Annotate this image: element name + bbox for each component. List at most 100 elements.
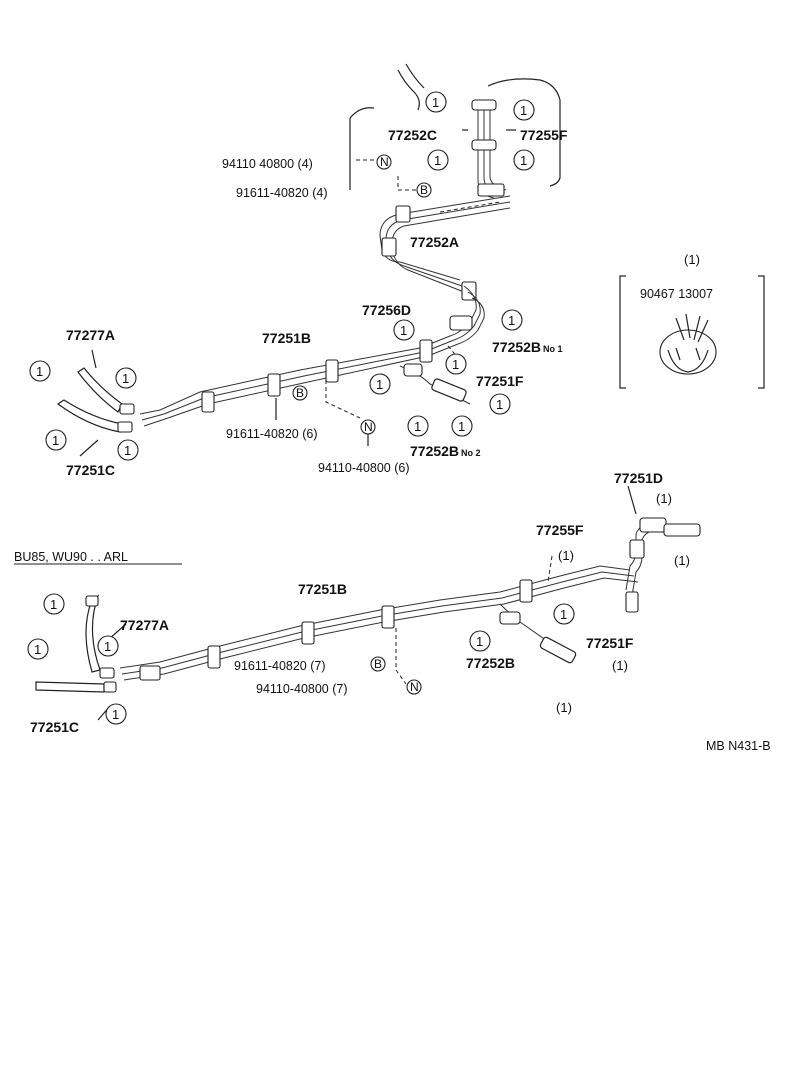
inset-bracket-left (619, 275, 626, 389)
svg-text:1: 1 (34, 642, 41, 657)
label-91611-40820-4: 91611-40820 (4) (236, 186, 328, 200)
qty-mark: (1) (612, 658, 628, 673)
svg-text:1: 1 (122, 371, 129, 386)
svg-text:B: B (374, 657, 382, 671)
svg-text:1: 1 (124, 443, 131, 458)
inset-clip-detail: (1) 90467 13007 (619, 252, 765, 389)
label-77251D: 77251D (614, 470, 663, 486)
lower-labels: BU85, WU90 . . ARL 77251D 77255F 77251B … (14, 470, 663, 735)
qty-mark: (1) (674, 553, 690, 568)
svg-text:1: 1 (560, 607, 567, 622)
qty-mark: 1 (45, 429, 67, 451)
inset-part-number: 90467 13007 (640, 287, 713, 301)
inset-bracket-right (758, 275, 765, 389)
label-94110-40800-6: 94110-40800 (6) (318, 461, 410, 475)
hose-77277A-lower (85, 594, 101, 673)
model-note: BU85, WU90 . . ARL (14, 550, 128, 564)
diagram-reference-code: MB N431-B (706, 739, 771, 753)
label-94110-40800-4: 94110 40800 (4) (222, 157, 313, 171)
label-77255F-lower: 77255F (536, 522, 584, 538)
svg-text:1: 1 (36, 364, 43, 379)
qty-mark: 1 (513, 149, 535, 171)
label-91611-40820-7: 91611-40820 (7) (234, 659, 326, 673)
svg-text:N: N (364, 420, 373, 434)
callout-B-lower: B (370, 656, 386, 672)
label-77277A-upper: 77277A (66, 327, 115, 343)
label-77252B-lower: 77252B (466, 655, 515, 671)
qty-mark: 1 (117, 439, 139, 461)
qty-mark: 1 (501, 309, 523, 331)
qty-mark: 1 (27, 638, 49, 660)
svg-text:1: 1 (376, 377, 383, 392)
svg-text:1: 1 (508, 313, 515, 328)
label-77251C-lower: 77251C (30, 719, 79, 735)
label-77255F-upper: 77255F (520, 127, 568, 143)
svg-text:1: 1 (496, 397, 503, 412)
svg-text:1: 1 (414, 419, 421, 434)
label-91611-40820-6: 91611-40820 (6) (226, 427, 318, 441)
qty-mark: 1 (553, 603, 575, 625)
qty-mark: 1 (489, 393, 511, 415)
label-77252C: 77252C (388, 127, 437, 143)
svg-text:1: 1 (104, 639, 111, 654)
label-77251C-upper: 77251C (66, 462, 115, 478)
qty-mark: 1 (425, 91, 447, 113)
qty-mark: 1 (513, 99, 535, 121)
label-94110-40800-7: 94110-40800 (7) (256, 682, 348, 696)
qty-mark: (1) (558, 548, 574, 563)
svg-text:1: 1 (400, 323, 407, 338)
bracket-right (487, 78, 561, 187)
qty-mark: 1 (407, 415, 429, 437)
label-77256D: 77256D (362, 302, 411, 318)
qty-mark: 1 (105, 703, 127, 725)
upper-assembly (56, 63, 561, 457)
svg-text:N: N (380, 155, 389, 169)
qty-mark: (1) (656, 491, 672, 506)
svg-text:1: 1 (432, 95, 439, 110)
svg-text:(1): (1) (656, 491, 672, 506)
svg-text:(1): (1) (674, 553, 690, 568)
svg-text:(1): (1) (558, 548, 574, 563)
label-77251F-lower: 77251F (586, 635, 634, 651)
callout-N-lower: N (406, 679, 422, 695)
svg-text:1: 1 (476, 634, 483, 649)
lower-assembly (35, 485, 701, 721)
svg-text:B: B (420, 183, 428, 197)
qty-mark: 1 (115, 367, 137, 389)
svg-text:1: 1 (452, 357, 459, 372)
label-77251B-upper: 77251B (262, 330, 311, 346)
lower-qty-marks: (1) (1) (1) 1 1 (1) (1) 1 1 1 1 (27, 491, 690, 725)
svg-text:1: 1 (112, 707, 119, 722)
qty-mark: 1 (43, 593, 65, 615)
qty-mark: 1 (97, 635, 119, 657)
svg-text:(1): (1) (556, 700, 572, 715)
qty-mark: 1 (29, 360, 51, 382)
label-77251F-upper: 77251F (476, 373, 524, 389)
qty-mark: 1 (469, 630, 491, 652)
svg-text:1: 1 (520, 103, 527, 118)
svg-text:1: 1 (458, 419, 465, 434)
qty-mark: 1 (445, 353, 467, 375)
filler-hose-outline (397, 69, 420, 111)
callout-B-upper-1: B (416, 182, 432, 198)
svg-text:(1): (1) (612, 658, 628, 673)
connector-top (471, 99, 497, 111)
svg-text:1: 1 (520, 153, 527, 168)
qty-mark: 1 (451, 415, 473, 437)
label-77251B-lower: 77251B (298, 581, 347, 597)
svg-text:1: 1 (50, 597, 57, 612)
hose-77277A (77, 367, 123, 413)
svg-text:1: 1 (434, 153, 441, 168)
qty-mark: 1 (427, 149, 449, 171)
svg-text:1: 1 (52, 433, 59, 448)
callout-N-upper-2: N (360, 419, 376, 435)
callout-N-upper-1: N (376, 154, 392, 170)
label-77277A-lower: 77277A (120, 617, 169, 633)
inset-qty: (1) (684, 252, 700, 267)
qty-mark: 1 (393, 319, 415, 341)
callout-B-upper-2: B (292, 385, 308, 401)
